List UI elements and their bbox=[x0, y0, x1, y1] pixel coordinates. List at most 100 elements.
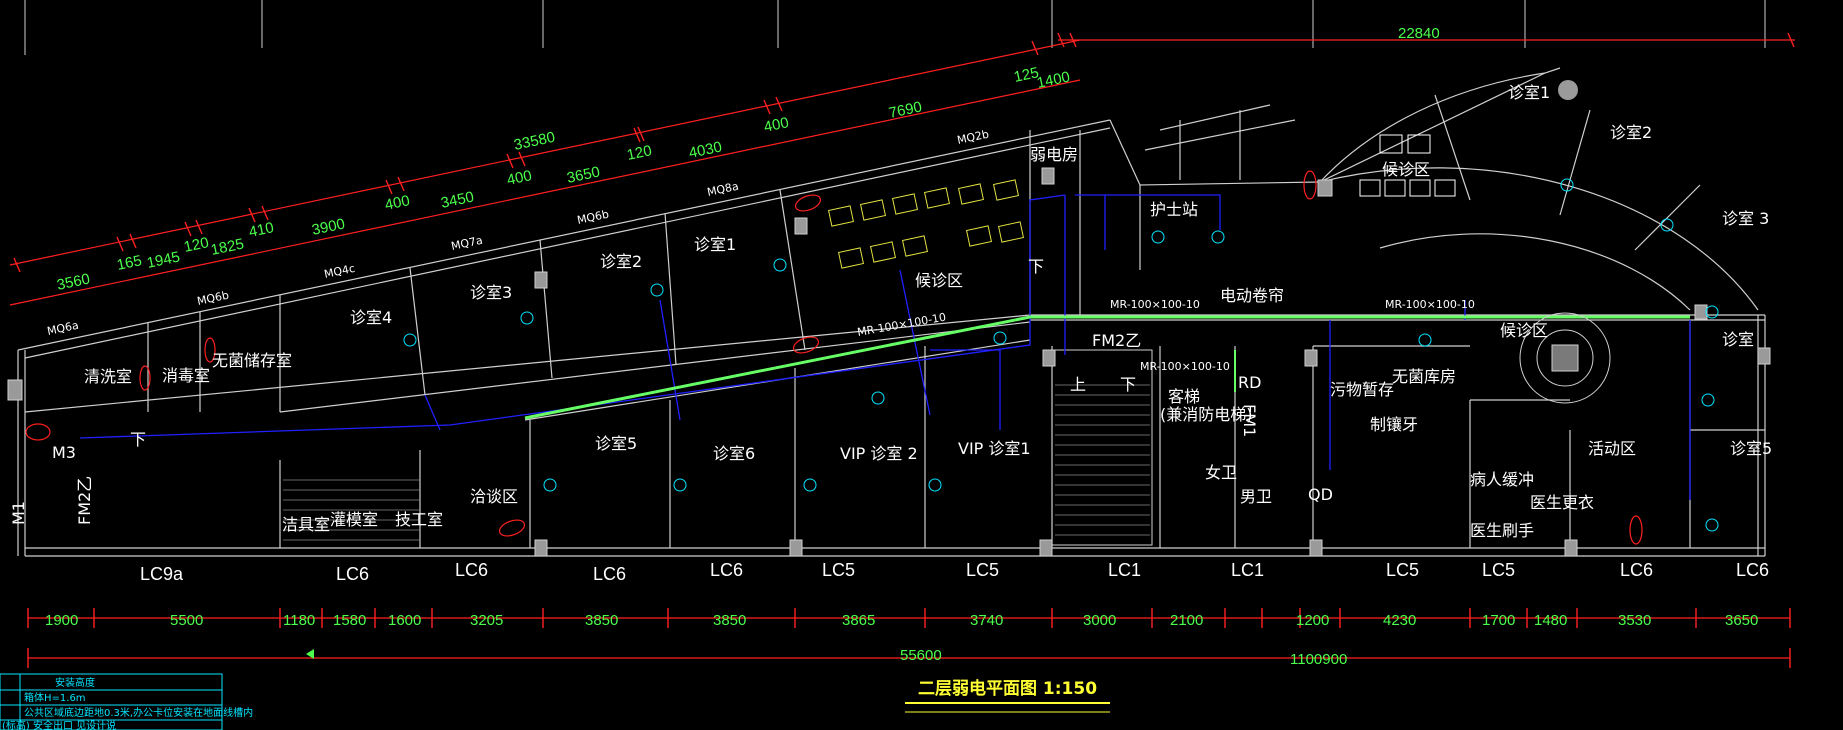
room-male: 男卫 bbox=[1240, 487, 1272, 506]
room-r-clinic2: 诊室2 bbox=[1610, 123, 1652, 142]
marker-up-1: 上 bbox=[1070, 375, 1086, 394]
dim-diag-11: 120 bbox=[625, 142, 653, 164]
wall-tag-0: MQ6a bbox=[46, 319, 80, 338]
room-vip1: VIP 诊室1 bbox=[958, 439, 1031, 458]
axis-label-0: LC9a bbox=[140, 564, 184, 584]
wall-tag-4: MQ6b bbox=[576, 208, 610, 227]
diagonal-dimension-text: 3560 165 1945 120 1825 410 3900 400 3450… bbox=[55, 25, 1439, 294]
dim-diag-6: 3900 bbox=[310, 215, 346, 238]
dim-diag-2: 1945 bbox=[145, 248, 181, 271]
room-sterile-store: 无菌储存室 bbox=[212, 351, 292, 370]
lounge-round bbox=[1519, 312, 1611, 404]
room-doctor-wash: 医生刷手 bbox=[1470, 521, 1534, 540]
room-activity: 活动区 bbox=[1588, 439, 1636, 458]
legend-row-1: 公共区域底边距地0.3米,办公卡位安装在地面线槽内 bbox=[24, 706, 253, 719]
room-rd: RD bbox=[1238, 373, 1261, 392]
wall-tag-3: MQ7a bbox=[450, 234, 484, 253]
stair-hatch bbox=[283, 384, 1150, 541]
room-disinfect: 消毒室 bbox=[162, 366, 210, 385]
dim-bottom-11: 2100 bbox=[1170, 612, 1203, 629]
room-clinic2: 诊室2 bbox=[600, 252, 642, 271]
legend-row-2: (标高) 安全出口 见设计说 bbox=[2, 719, 116, 730]
dim-diag-10: 3650 bbox=[565, 163, 601, 186]
label-fm2-left: FM2乙 bbox=[75, 476, 94, 525]
dim-bottom-9: 3740 bbox=[970, 612, 1003, 629]
room-dirty: 污物暂存 bbox=[1330, 380, 1394, 399]
dim-bottom-0: 1900 bbox=[45, 612, 78, 629]
room-r-clinic1: 诊室1 bbox=[1508, 83, 1550, 102]
dim-diag-15: 125 bbox=[1012, 64, 1040, 86]
room-waiting-arc: 候诊区 bbox=[1382, 160, 1430, 179]
room-r-clinic3: 诊室 3 bbox=[1722, 209, 1769, 228]
room-consult: 洽谈区 bbox=[470, 487, 518, 506]
dim-bottom-16: 3530 bbox=[1618, 612, 1651, 629]
axis-label-7: LC1 bbox=[1108, 560, 1141, 580]
drawing-title-block: 二层弱电平面图 1:150 bbox=[905, 678, 1110, 713]
axis-label-12: LC6 bbox=[1736, 560, 1769, 580]
room-r-clinic4: 诊室 bbox=[1722, 330, 1754, 349]
dim-diag-0: 3560 bbox=[55, 270, 91, 293]
legend-header: 安装高度 bbox=[55, 676, 95, 689]
room-tech: 技工室 bbox=[395, 510, 443, 529]
room-r-clinic5: 诊室5 bbox=[1730, 439, 1772, 458]
dim-bottom-5: 3205 bbox=[470, 612, 503, 629]
dim-bottom-3: 1580 bbox=[333, 612, 366, 629]
room-elevator: 客梯 bbox=[1168, 387, 1200, 406]
axis-label-9: LC5 bbox=[1386, 560, 1419, 580]
room-doctor-change: 医生更衣 bbox=[1530, 493, 1594, 512]
wall-tags: MQ6a MQ6b MQ4c MQ7a MQ6b MQ8a MQ2b bbox=[46, 128, 990, 338]
dim-right-total: 22840 bbox=[1398, 25, 1440, 42]
marker-down-2: 下 bbox=[1028, 257, 1044, 276]
room-dentures: 制镶牙 bbox=[1370, 415, 1418, 434]
room-clinic3: 诊室3 bbox=[470, 283, 512, 302]
dim-diag-9: 400 bbox=[505, 167, 533, 189]
wall-tag-6: MQ2b bbox=[956, 128, 990, 147]
tray-label-4: MR-100×100-10 bbox=[1385, 298, 1475, 311]
room-fm1: FM1 bbox=[1240, 404, 1259, 437]
axis-label-4: LC6 bbox=[710, 560, 743, 580]
axis-label-8: LC1 bbox=[1231, 560, 1264, 580]
room-clinic5: 诊室5 bbox=[595, 434, 637, 453]
dim-bottom-total: 55600 bbox=[900, 647, 942, 664]
room-clinic1: 诊室1 bbox=[694, 235, 736, 254]
dim-bottom-4: 1600 bbox=[388, 612, 421, 629]
dim-bottom-1: 5500 bbox=[170, 612, 203, 629]
dim-bottom-2: 1180 bbox=[283, 612, 315, 629]
legend-row-0: 箱体H=1.6m bbox=[24, 691, 86, 704]
room-wash: 清洗室 bbox=[84, 367, 132, 386]
room-waiting-right: 候诊区 bbox=[1500, 321, 1548, 340]
outlet-symbols bbox=[403, 178, 1719, 532]
arc-waiting-chairs bbox=[1359, 134, 1456, 197]
room-labels: 清洗室 消毒室 无菌储存室 诊室4 诊室3 诊室2 诊室1 候诊区 弱电房 护士… bbox=[84, 83, 1772, 540]
drawing-title: 二层弱电平面图 1:150 bbox=[918, 678, 1097, 699]
room-nurse: 护士站 bbox=[1150, 200, 1198, 219]
dim-diag-3: 120 bbox=[182, 234, 210, 256]
room-clinic6: 诊室6 bbox=[713, 444, 755, 463]
cable-routes bbox=[79, 194, 1691, 500]
dim-diag-total: 33580 bbox=[512, 129, 556, 154]
axis-label-5: LC5 bbox=[822, 560, 855, 580]
dim-diag-13: 400 bbox=[762, 114, 790, 136]
dim-bottom-extra: 1100900 bbox=[1290, 651, 1347, 668]
tray-label-1: MR-100×100-10 bbox=[856, 311, 947, 339]
room-roller: 电动卷帘 bbox=[1220, 286, 1284, 305]
dim-diag-7: 400 bbox=[383, 192, 411, 214]
dim-bottom-10: 3000 bbox=[1083, 612, 1116, 629]
dim-bottom-6: 3850 bbox=[585, 612, 618, 629]
diagonal-dimension-chain bbox=[9, 32, 1795, 306]
room-qd: QD bbox=[1308, 485, 1333, 504]
axis-label-6: LC5 bbox=[966, 560, 999, 580]
axis-label-3: LC6 bbox=[593, 564, 626, 584]
axis-label-10: LC5 bbox=[1482, 560, 1515, 580]
dim-bottom-12: 1200 bbox=[1296, 612, 1329, 629]
wall-tag-5: MQ8a bbox=[706, 180, 740, 199]
room-cleaning-tools: 洁具室 bbox=[282, 515, 330, 534]
bottom-dimension-chain: 1900 5500 1180 1580 1600 3205 3850 3850 … bbox=[27, 608, 1791, 668]
label-m3: M3 bbox=[52, 443, 76, 462]
axis-labels: LC9a LC6 LC6 LC6 LC6 LC5 LC5 LC1 LC1 LC5… bbox=[140, 560, 1769, 584]
axis-label-1: LC6 bbox=[336, 564, 369, 584]
room-weak: 弱电房 bbox=[1030, 145, 1078, 164]
room-fire-elev: (兼消防电梯) bbox=[1160, 405, 1253, 424]
room-fm2: FM2乙 bbox=[1092, 331, 1141, 350]
